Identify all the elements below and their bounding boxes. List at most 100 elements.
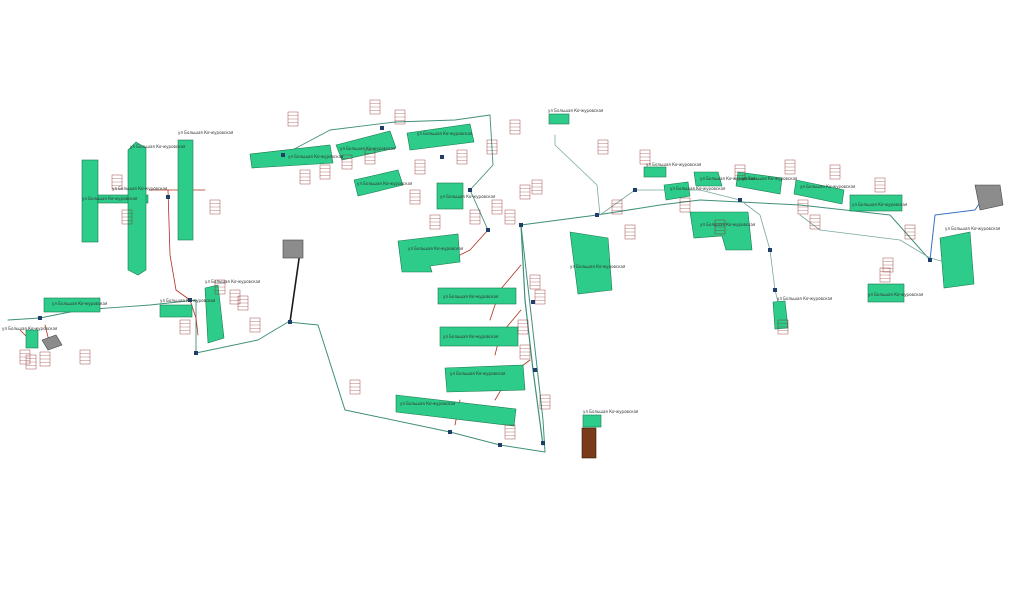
building[interactable]: [772, 300, 789, 330]
chamber-node[interactable]: [38, 316, 42, 320]
chamber-node[interactable]: [498, 443, 502, 447]
pipe-network: [7, 114, 986, 453]
pipe-data-table: [364, 149, 376, 165]
building[interactable]: [395, 394, 517, 427]
building[interactable]: [159, 304, 193, 318]
building-address-label: ул Большая Кочкуровская: [417, 131, 473, 136]
chamber-node[interactable]: [468, 188, 472, 192]
chamber-node[interactable]: [166, 195, 170, 199]
chamber-node[interactable]: [380, 126, 384, 130]
building[interactable]: [127, 141, 147, 276]
building[interactable]: [939, 231, 975, 289]
chamber-node[interactable]: [288, 320, 292, 324]
pipe-data-table: [25, 354, 37, 370]
pipe-data-table: [509, 119, 521, 135]
chamber-node[interactable]: [188, 298, 192, 302]
chamber-node[interactable]: [541, 441, 545, 445]
building-address-label: ул Большая Кочкуровская: [440, 194, 496, 199]
chamber-node[interactable]: [194, 351, 198, 355]
building[interactable]: [663, 181, 691, 201]
building[interactable]: [406, 123, 475, 151]
boiler-house-building[interactable]: [974, 184, 1004, 211]
building[interactable]: [25, 329, 39, 349]
pipe-data-table: [349, 379, 361, 395]
pipe-data-table: [529, 274, 541, 290]
building[interactable]: [81, 159, 99, 243]
pipe-data-table: [456, 149, 468, 165]
building[interactable]: [867, 283, 905, 303]
pipe-data-table: [209, 199, 221, 215]
chamber-node[interactable]: [486, 228, 490, 232]
chamber-node[interactable]: [448, 430, 452, 434]
pipe-data-table: [882, 257, 894, 273]
building[interactable]: [582, 414, 602, 428]
building[interactable]: [335, 130, 397, 161]
service-buildings: [41, 184, 1004, 459]
building-address-label: ул Большая Кочкуровская: [868, 292, 924, 297]
pipe-data-table: [784, 159, 796, 175]
pipe-data-table: [394, 109, 406, 125]
building[interactable]: [548, 113, 570, 125]
building[interactable]: [643, 166, 667, 178]
pipe-data-table: [797, 199, 809, 215]
chamber-node[interactable]: [281, 153, 285, 157]
heat-point-building[interactable]: [41, 334, 63, 351]
pipe-data-table: [809, 214, 821, 230]
pipe-data-table: [714, 219, 726, 235]
pipe-data-table: [874, 177, 886, 193]
building[interactable]: [204, 284, 225, 344]
pipe-data-table: [611, 199, 623, 215]
boiler-building[interactable]: [581, 427, 597, 459]
building[interactable]: [97, 194, 149, 204]
building[interactable]: [444, 364, 526, 393]
building[interactable]: [689, 211, 753, 251]
building-address-label: ул Большая Кочкуровская: [178, 130, 234, 135]
pipe-data-table: [249, 317, 261, 333]
chamber-node[interactable]: [531, 300, 535, 304]
pipe-data-table: [624, 224, 636, 240]
pipe-data-table: [531, 179, 543, 195]
building-address-label: ул Большая Кочкуровская: [400, 401, 456, 406]
building-address-label: ул Большая Кочкуровская: [357, 181, 413, 186]
pipe-data-table: [879, 267, 891, 283]
chamber-node[interactable]: [533, 368, 537, 372]
chamber-node[interactable]: [595, 213, 599, 217]
building[interactable]: [177, 139, 194, 241]
chamber-node[interactable]: [768, 248, 772, 252]
building-address-label: ул Большая Кочкуровская: [112, 186, 168, 191]
pipe-data-table: [414, 159, 426, 175]
pipe-data-table: [19, 349, 31, 365]
chamber-node[interactable]: [633, 188, 637, 192]
building-address-label: ул Большая Кочкуровская: [742, 176, 798, 181]
pipe-data-table: [679, 197, 691, 213]
pipe-data-table: [319, 164, 331, 180]
chamber-node[interactable]: [738, 198, 742, 202]
pipe-data-table: [519, 344, 531, 360]
chamber-node[interactable]: [928, 258, 932, 262]
building-address-label: ул Большая Кочкуровская: [777, 296, 833, 301]
pipe-data-tables: [19, 99, 916, 440]
building[interactable]: [569, 231, 613, 295]
building[interactable]: [353, 169, 404, 197]
chamber-node[interactable]: [519, 223, 523, 227]
building[interactable]: [436, 182, 464, 210]
pipe-data-table: [409, 189, 421, 205]
building-address-label: ул Большая Кочкуровская: [52, 301, 108, 306]
building[interactable]: [793, 179, 845, 205]
pipe-data-table: [237, 295, 249, 311]
heat-point-building[interactable]: [282, 239, 304, 259]
building[interactable]: [397, 233, 461, 273]
building-address-label: ул Большая Кочкуровская: [800, 184, 856, 189]
chamber-node[interactable]: [773, 288, 777, 292]
building[interactable]: [693, 171, 723, 187]
building[interactable]: [735, 171, 783, 195]
building-address-label: ул Большая Кочкуровская: [548, 108, 604, 113]
chamber-node[interactable]: [440, 155, 444, 159]
building[interactable]: [437, 287, 517, 305]
building-address-label: ул Большая Кочкуровская: [700, 176, 756, 181]
building[interactable]: [249, 144, 334, 169]
building[interactable]: [849, 194, 903, 212]
building[interactable]: [43, 297, 101, 313]
building[interactable]: [439, 326, 519, 347]
pipe-data-table: [111, 174, 123, 190]
